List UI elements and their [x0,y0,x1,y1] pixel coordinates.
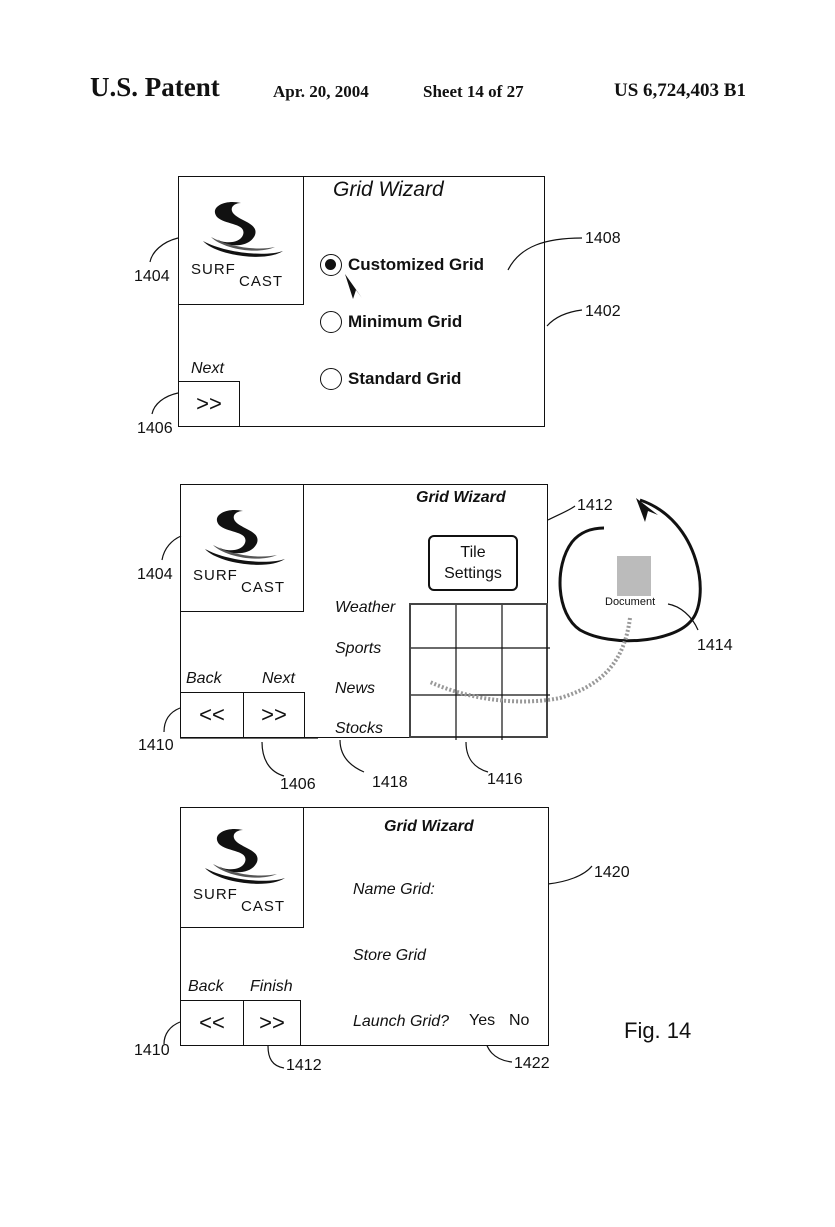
document-label: Document [605,596,656,608]
figure-label: Fig. 14 [624,1018,692,1043]
next-label: Next [191,360,224,377]
ref-1406: 1406 [137,420,173,437]
patent-date: Apr. 20, 2004 [273,82,369,101]
ref-1412: 1412 [577,497,613,514]
ref-1412: 1412 [286,1057,322,1074]
brand-surf: SURF [193,567,238,584]
ref-1402: 1402 [585,303,621,320]
back-button[interactable]: << [180,692,244,738]
option-standard-grid[interactable]: Standard Grid [320,368,461,390]
ref-1416: 1416 [487,771,523,788]
back-label: Back [186,670,222,687]
launch-no-option[interactable]: No [509,1012,530,1029]
name-grid-field[interactable]: Name Grid: [353,881,435,898]
brand-cast: CAST [241,579,286,596]
next-button[interactable]: >> [243,692,305,738]
ref-1406: 1406 [280,776,316,793]
surfcast-logo-box: SURF CAST [180,807,304,928]
wizard-title: Grid Wizard [416,489,506,506]
radio-selected-icon[interactable] [320,254,342,276]
ref-1422: 1422 [514,1055,550,1072]
ref-1418: 1418 [372,774,408,791]
surfcast-logo-box: SURF CAST [178,176,304,305]
document-icon[interactable] [617,556,651,596]
tile-grid[interactable] [409,603,550,740]
wizard-title: Grid Wizard [333,178,444,201]
radio-icon[interactable] [320,368,342,390]
ref-1404: 1404 [134,268,170,285]
ref-1414: 1414 [697,637,733,654]
ref-1404: 1404 [137,566,173,583]
option-minimum-grid[interactable]: Minimum Grid [320,311,462,333]
brand-surf: SURF [193,886,238,903]
tile-settings-button[interactable]: Tile Settings [428,535,518,591]
surfcast-logo-box: SURF CAST [180,484,304,612]
category-weather[interactable]: Weather [335,599,396,616]
launch-grid-label: Launch Grid? [353,1013,450,1030]
patent-number: US 6,724,403 B1 [614,80,746,101]
brand-cast: CAST [239,273,284,290]
category-news[interactable]: News [335,680,376,697]
ref-1410: 1410 [138,737,174,754]
brand-cast: CAST [241,898,286,915]
tile-grid-lines [411,605,550,740]
ref-1410: 1410 [134,1042,170,1059]
back-button[interactable]: << [180,1000,244,1046]
ref-1420: 1420 [594,864,630,881]
next-label: Next [262,670,295,687]
launch-yes-option[interactable]: Yes [469,1012,496,1029]
store-grid-option[interactable]: Store Grid [353,947,426,964]
brand-surf: SURF [191,261,236,278]
ref-1408: 1408 [585,230,621,247]
patent-header-title: U.S. Patent [90,72,220,102]
back-label: Back [188,978,224,995]
next-button[interactable]: >> [178,381,240,427]
sheet-number: Sheet 14 of 27 [423,82,524,101]
finish-label: Finish [250,978,293,995]
category-stocks[interactable]: Stocks [335,720,384,737]
finish-button[interactable]: >> [243,1000,301,1046]
wizard-title: Grid Wizard [384,818,474,835]
category-sports[interactable]: Sports [335,640,382,657]
option-customized-grid[interactable]: Customized Grid [320,254,484,276]
radio-icon[interactable] [320,311,342,333]
